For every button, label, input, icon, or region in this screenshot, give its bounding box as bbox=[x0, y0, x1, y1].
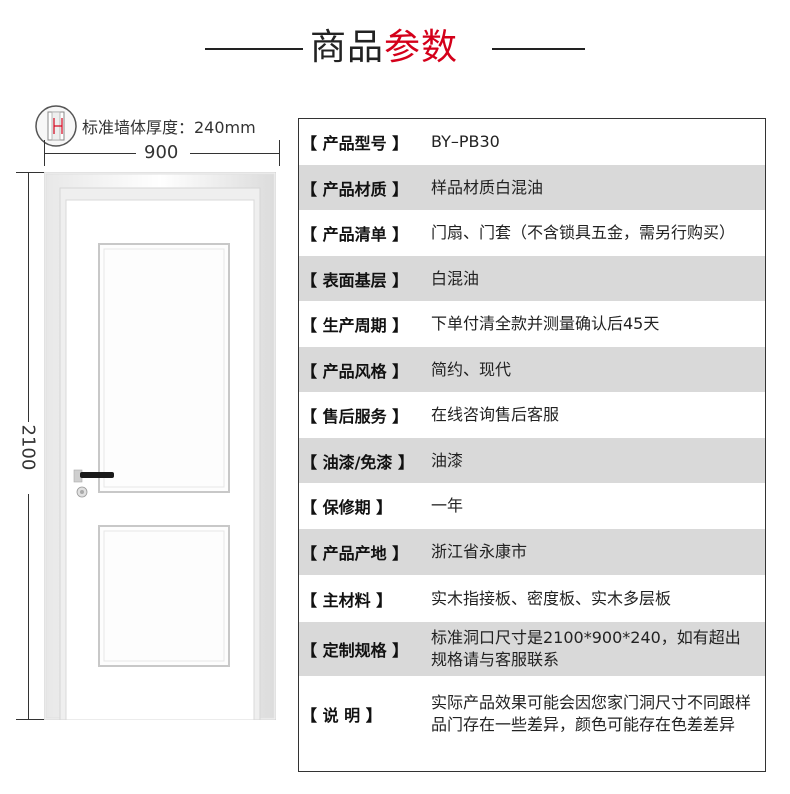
title-part-black: 商品 bbox=[310, 27, 385, 68]
height-line-top bbox=[28, 172, 29, 422]
spec-key: 【 油漆/免漆 】 bbox=[301, 452, 414, 472]
spec-value: 一年 bbox=[431, 496, 464, 515]
height-tick-top bbox=[16, 172, 46, 173]
spec-key: 【 生产周期 】 bbox=[301, 316, 409, 335]
spec-value: 实际产品效果可能会因您家门洞尺寸不同跟样品门存在一些差异，颜色可能存在色差差异 bbox=[431, 693, 752, 734]
door-illustration bbox=[44, 172, 276, 720]
spec-key: 【 产品风格 】 bbox=[301, 361, 409, 381]
spec-row: 【 产品风格 】 简约、现代 bbox=[299, 347, 765, 392]
spec-row: 【 产品材质 】 样品材质白混油 bbox=[299, 165, 765, 210]
spec-value: 浙江省永康市 bbox=[431, 542, 528, 561]
title-part-red: 参数 bbox=[384, 27, 459, 68]
spec-key: 【 产品材质 】 bbox=[301, 179, 409, 199]
spec-row: 【 生产周期 】 下单付清全款并测量确认后45天 bbox=[299, 301, 765, 347]
page-title: 商品参数 bbox=[310, 26, 458, 70]
spec-key: 【 定制规格 】 bbox=[301, 641, 409, 660]
spec-key: 【 说 明 】 bbox=[301, 706, 382, 725]
height-label: 2100 bbox=[17, 424, 39, 471]
header-rule-right bbox=[492, 48, 585, 50]
spec-row: 【 定制规格 】 标准洞口尺寸是2100*900*240，如有超出规格请与客服联系 bbox=[299, 622, 765, 676]
spec-row: 【 说 明 】 实际产品效果可能会因您家门洞尺寸不同跟样品门存在一些差异，颜色可能… bbox=[299, 676, 765, 752]
spec-row: 【 表面基层 】 白混油 bbox=[299, 256, 765, 301]
spec-row: 【 油漆/免漆 】油漆 bbox=[299, 438, 765, 483]
spec-value: 下单付清全款并测量确认后45天 bbox=[431, 314, 660, 333]
width-line-right bbox=[190, 153, 280, 154]
spec-row: 【 产品清单 】 门扇、门套（不含锁具五金，需另行购买） bbox=[299, 210, 765, 256]
spec-key: 【 售后服务 】 bbox=[301, 407, 409, 426]
spec-row: 【 产品产地 】 浙江省永康市 bbox=[299, 529, 765, 575]
spec-key: 【 保修期 】 bbox=[301, 498, 393, 517]
spec-value: 样品材质白混油 bbox=[431, 177, 544, 197]
spec-value: 简约、现代 bbox=[431, 359, 512, 379]
spec-value: 门扇、门套（不含锁具五金，需另行购买） bbox=[431, 223, 736, 242]
height-dimension: 2100 bbox=[8, 172, 46, 720]
spec-key: 【 产品清单 】 bbox=[301, 225, 409, 244]
spec-value: 标准洞口尺寸是2100*900*240，如有超出规格请与客服联系 bbox=[431, 628, 741, 669]
section-header: 商品参数 bbox=[0, 22, 790, 74]
spec-key: 【 主材料 】 bbox=[301, 590, 393, 610]
spec-value: BY–PB30 bbox=[431, 132, 500, 151]
spec-row: 【 保修期 】 一年 bbox=[299, 483, 765, 529]
width-label: 900 bbox=[144, 142, 179, 163]
spec-key: 【 产品产地 】 bbox=[301, 544, 409, 563]
spec-value: 油漆 bbox=[431, 450, 464, 470]
spec-value: 白混油 bbox=[431, 268, 480, 288]
spec-row: 【 主材料 】 实木指接板、密度板、实木多层板 bbox=[299, 575, 765, 622]
width-line-left bbox=[44, 153, 136, 154]
height-line-bottom bbox=[28, 494, 29, 720]
spec-key: 【 表面基层 】 bbox=[301, 270, 409, 290]
spec-value: 在线咨询售后客服 bbox=[431, 405, 560, 424]
spec-row: 【 售后服务 】 在线咨询售后客服 bbox=[299, 392, 765, 438]
spec-table: 【 产品型号 】 BY–PB30 【 产品材质 】 样品材质白混油【 产品清单 】 门扇… bbox=[298, 118, 766, 772]
spec-value: 实木指接板、密度板、实木多层板 bbox=[431, 588, 672, 608]
width-tick-right bbox=[279, 140, 280, 166]
width-dimension: 900 bbox=[44, 140, 280, 166]
height-tick-bottom bbox=[16, 719, 46, 720]
spec-key: 【 产品型号 】 bbox=[301, 134, 409, 153]
wall-thickness-note: 标准墙体厚度：240mm bbox=[82, 118, 256, 137]
wall-thickness-icon bbox=[35, 105, 77, 147]
spec-row: 【 产品型号 】 BY–PB30 bbox=[299, 119, 765, 165]
header-rule-left bbox=[205, 48, 303, 50]
